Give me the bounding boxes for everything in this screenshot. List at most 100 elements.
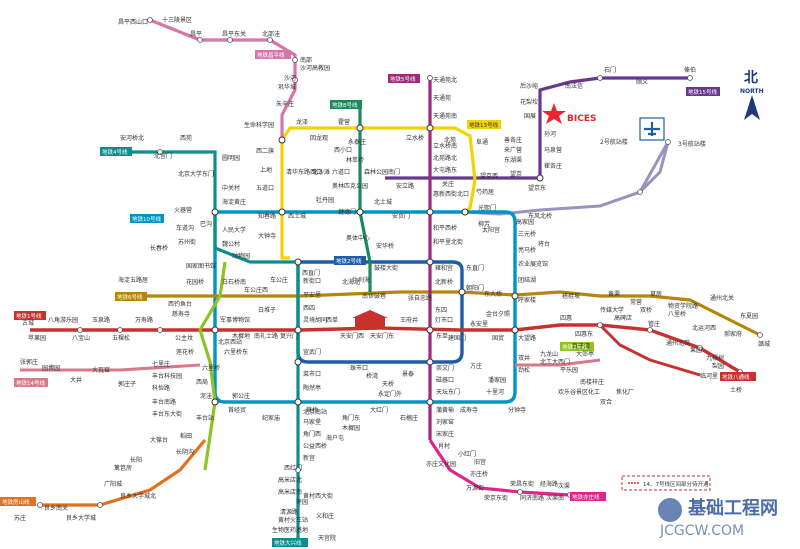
station-label: 巩华城	[278, 83, 296, 91]
station-label: 临河里	[700, 372, 718, 380]
station-dot[interactable]	[426, 258, 434, 266]
station-dot[interactable]	[458, 288, 466, 296]
badge-l13: 地铁13号线	[469, 121, 498, 129]
station-label: 草桥	[306, 406, 318, 414]
station-dot[interactable]	[292, 77, 298, 83]
station-label: 慈寿寺	[172, 310, 190, 318]
station-dot[interactable]	[37, 502, 43, 508]
station-label: 生命科学园	[244, 121, 274, 129]
station-label: 高米店南	[278, 488, 302, 496]
line8-track	[358, 100, 372, 292]
badge-l4: 地铁4号线	[102, 148, 128, 156]
station-dot[interactable]	[278, 208, 286, 216]
compass-word: NORTH	[740, 88, 764, 95]
station-label: 车公庄	[270, 276, 288, 284]
station-dot[interactable]	[461, 208, 469, 216]
station-dot[interactable]	[757, 332, 763, 338]
station-label: 西土城	[288, 212, 306, 220]
station-label: 郭庄子	[118, 380, 136, 388]
station-dot[interactable]	[637, 189, 643, 195]
station-dot[interactable]	[97, 502, 103, 508]
station-dot[interactable]	[267, 37, 273, 43]
station-dot[interactable]	[687, 75, 693, 81]
station-label: 鼓楼大街	[374, 264, 398, 272]
badge-bg	[467, 120, 501, 129]
station-label: 天坛东门	[436, 388, 460, 396]
station-dot[interactable]	[294, 326, 302, 334]
station-dot[interactable]	[157, 327, 163, 333]
station-dot[interactable]	[697, 345, 703, 351]
station-labels: 昌平西山口 十三陵景区 昌平 昌平东关 北邵洼 南邵 沙河高教园 沙河 巩华城 …	[14, 16, 770, 542]
station-label: 长春桥	[150, 244, 168, 252]
north-arrow-icon	[744, 95, 760, 120]
station-dot[interactable]	[278, 136, 286, 144]
station-dot[interactable]	[427, 75, 433, 81]
station-dot[interactable]	[597, 322, 603, 328]
station-label: 林萃桥	[346, 156, 364, 164]
station-dot[interactable]	[426, 398, 434, 406]
station-dot[interactable]	[511, 292, 519, 300]
station-dot[interactable]	[426, 124, 434, 132]
station-label: 和平西桥	[433, 224, 457, 232]
station-dot[interactable]	[426, 358, 434, 366]
station-dot[interactable]	[647, 327, 653, 333]
station-label: 永定门外	[378, 390, 402, 398]
badge-bg	[720, 372, 756, 381]
bices-marker: BICES	[542, 103, 596, 124]
station-label: 天宫院	[318, 534, 336, 542]
station-dot[interactable]	[665, 139, 671, 145]
station-label: 海淀五路居	[118, 276, 148, 284]
station-dot[interactable]	[157, 149, 163, 155]
station-label: 篱笆房	[114, 464, 132, 472]
station-label: 奥林匹克公园	[332, 182, 368, 190]
station-label: 广阳城	[104, 480, 122, 488]
station-dot[interactable]	[356, 208, 364, 216]
line6-track	[140, 290, 761, 337]
station-label: 芍药居	[476, 188, 494, 196]
station-dot[interactable]	[292, 57, 298, 63]
badge-bg	[388, 74, 420, 83]
station-label: 北土城	[374, 198, 392, 206]
station-dot[interactable]	[426, 208, 434, 216]
station-dot[interactable]	[117, 327, 123, 333]
station-dot[interactable]	[511, 326, 519, 334]
station-dot[interactable]	[197, 37, 203, 43]
station-label: 首经贸	[228, 406, 246, 414]
badge-bg	[0, 497, 36, 506]
station-label: 西钓鱼台	[168, 300, 192, 308]
station-label: 万寿路	[135, 316, 153, 324]
north-compass: 北 NORTH	[740, 70, 764, 120]
station-dot[interactable]	[356, 124, 364, 132]
station-label: 次渠	[558, 482, 570, 490]
station-label: 大葆台	[150, 436, 168, 444]
station-dot[interactable]	[295, 467, 301, 473]
station-dot[interactable]	[294, 258, 302, 266]
station-label: 将台	[538, 240, 550, 248]
station-label: 永安里	[470, 320, 488, 328]
station-label: 陶然亭	[303, 384, 321, 392]
station-dot[interactable]	[597, 75, 603, 81]
station-dot[interactable]	[536, 174, 544, 182]
station-label: 三元桥	[518, 230, 536, 238]
station-label: 九龙山	[540, 350, 558, 358]
station-dot[interactable]	[77, 327, 83, 333]
station-dot[interactable]	[211, 208, 219, 216]
station-label: 古城	[22, 319, 34, 327]
station-label: 丰台站	[196, 414, 214, 422]
station-dot[interactable]	[426, 326, 434, 334]
station-label: 柳芳	[478, 220, 490, 228]
station-dot[interactable]	[517, 489, 523, 495]
station-dot[interactable]	[211, 398, 219, 406]
station-dot[interactable]	[147, 17, 153, 23]
station-label: 安河桥北	[120, 134, 144, 142]
station-label: 劲松	[518, 366, 530, 374]
station-label: 土桥	[730, 386, 742, 394]
station-dot[interactable]	[227, 37, 233, 43]
station-label: 光熙门	[478, 204, 496, 212]
station-dot[interactable]	[294, 358, 302, 366]
station-label: 立水桥	[406, 134, 424, 142]
watermark: 基础工程网 JCGCW.COM	[658, 497, 778, 539]
line14-track-east	[515, 358, 601, 367]
station-dot[interactable]	[211, 326, 219, 334]
station-dot[interactable]	[294, 398, 302, 406]
